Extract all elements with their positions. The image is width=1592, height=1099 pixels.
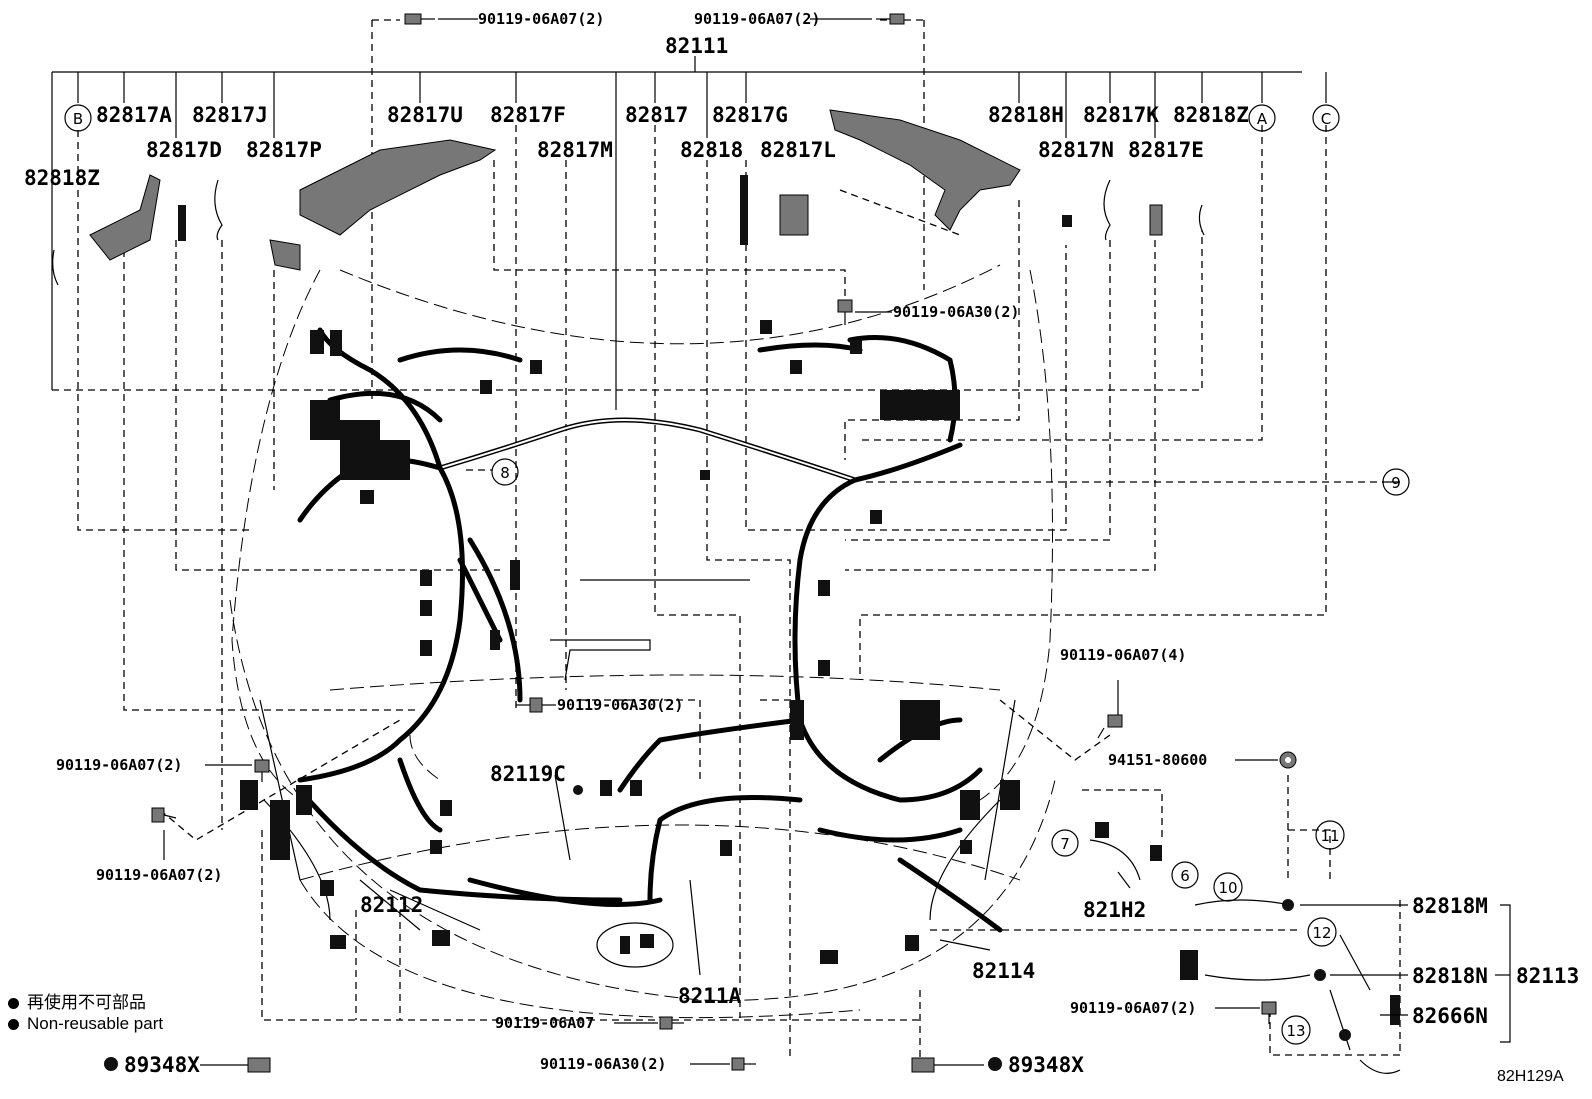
marker-11: 11 bbox=[1315, 820, 1345, 850]
bolt-icon bbox=[659, 1016, 684, 1030]
label-82818Z-right: 82818Z bbox=[1173, 103, 1249, 127]
marker-12: 12 bbox=[1307, 917, 1337, 947]
top-leader-bracket bbox=[51, 56, 1327, 410]
label-bolt-bottom-center2: 90119-06A30(2) bbox=[540, 1055, 666, 1073]
label-82817J: 82817J bbox=[192, 103, 268, 127]
marker-A: A bbox=[1248, 104, 1276, 132]
label-bolt-right-4: 90119-06A07(4) bbox=[1060, 646, 1186, 664]
label-82817: 82817 bbox=[625, 103, 688, 127]
svg-text:7: 7 bbox=[1060, 835, 1070, 853]
label-bolt-left-low: 90119-06A07(2) bbox=[96, 866, 222, 884]
label-82119C: 82119C bbox=[490, 762, 566, 786]
svg-text:13: 13 bbox=[1286, 1022, 1305, 1040]
bolt-icon bbox=[837, 299, 853, 325]
label-89348X-left: 89348X bbox=[124, 1053, 200, 1077]
bolt-icon bbox=[1097, 714, 1123, 739]
bolt-icon bbox=[254, 759, 270, 782]
legend-japanese: 再使用不可部品 bbox=[8, 988, 146, 1013]
exploded-parts-top bbox=[52, 109, 1205, 681]
non-reusable-dot-icon bbox=[104, 1057, 118, 1071]
label-nut-94151: 94151-80600 bbox=[1108, 751, 1207, 769]
label-82817E: 82817E bbox=[1128, 138, 1204, 162]
connector-blocks bbox=[240, 320, 1020, 964]
label-bolt-top-right: 90119-06A07(2) bbox=[694, 10, 820, 28]
svg-text:B: B bbox=[73, 110, 83, 128]
bolt-icon bbox=[876, 13, 905, 25]
label-82817N: 82817N bbox=[1038, 138, 1114, 162]
label-8211A: 8211A bbox=[678, 984, 742, 1008]
label-82817F: 82817F bbox=[490, 103, 566, 127]
label-bolt-left-mid: 90119-06A07(2) bbox=[56, 756, 182, 774]
label-82666N: 82666N bbox=[1412, 1004, 1488, 1028]
label-bolt-center: 90119-06A30(2) bbox=[557, 696, 683, 714]
label-bolt-bottom-center: 90119-06A07 bbox=[495, 1014, 594, 1032]
non-reusable-dot-icon bbox=[988, 1057, 1002, 1071]
part-labels: 82111 82817A 82817J 82817U 82817F 82817 … bbox=[24, 10, 1579, 1085]
dashed-leaders bbox=[52, 19, 1401, 1060]
label-82817L: 82817L bbox=[760, 138, 836, 162]
figure-code: 82H129A bbox=[1497, 1068, 1564, 1085]
marker-B: B bbox=[64, 104, 92, 132]
label-821H2: 821H2 bbox=[1083, 898, 1146, 922]
vehicle-body-outline bbox=[229, 264, 1056, 1019]
bolt-icon bbox=[151, 807, 177, 823]
marker-6: 6 bbox=[1171, 861, 1199, 889]
label-82113: 82113 bbox=[1516, 964, 1579, 988]
clip-icon bbox=[247, 1057, 271, 1073]
label-bolt-top-left: 90119-06A07(2) bbox=[478, 10, 604, 28]
bolt-icon bbox=[404, 13, 435, 25]
label-82818N: 82818N bbox=[1412, 964, 1488, 988]
bolt-icon bbox=[1261, 1001, 1277, 1024]
bullet-icon bbox=[8, 998, 19, 1010]
label-82817K: 82817K bbox=[1083, 103, 1159, 127]
label-82817M: 82817M bbox=[537, 138, 613, 162]
svg-text:12: 12 bbox=[1312, 924, 1331, 942]
marker-8: 8 bbox=[491, 458, 519, 486]
marker-10: 10 bbox=[1213, 872, 1243, 902]
label-89348X-right: 89348X bbox=[1008, 1053, 1084, 1077]
clip-icon bbox=[911, 1057, 935, 1073]
bullet-icon bbox=[8, 1019, 19, 1031]
marker-9: 9 bbox=[1382, 468, 1410, 496]
bolt-icon bbox=[731, 1057, 756, 1071]
label-82818Z-left: 82818Z bbox=[24, 166, 100, 190]
label-bolt-upper-mid: 90119-06A30(2) bbox=[893, 303, 1019, 321]
legend-japanese-text: 再使用不可部品 bbox=[27, 993, 146, 1012]
legend-english-text: Non-reusable part bbox=[27, 1014, 164, 1033]
legend-english: Non-reusable part bbox=[8, 1014, 163, 1034]
svg-text:11: 11 bbox=[1320, 827, 1339, 845]
svg-text:A: A bbox=[1257, 110, 1268, 128]
svg-text:9: 9 bbox=[1391, 474, 1401, 492]
label-82818M: 82818M bbox=[1412, 894, 1488, 918]
svg-text:10: 10 bbox=[1218, 879, 1237, 897]
svg-text:6: 6 bbox=[1180, 867, 1190, 885]
nut-icon bbox=[1279, 751, 1297, 769]
marker-13: 13 bbox=[1281, 1015, 1311, 1045]
bolt-icon bbox=[516, 697, 543, 713]
label-82114: 82114 bbox=[972, 959, 1035, 983]
marker-C: C bbox=[1312, 104, 1340, 132]
label-82817A: 82817A bbox=[96, 103, 172, 127]
label-82817G: 82817G bbox=[712, 103, 788, 127]
marker-7: 7 bbox=[1051, 829, 1079, 857]
svg-text:8: 8 bbox=[500, 464, 510, 482]
label-82111: 82111 bbox=[665, 34, 728, 58]
exploded-parts-right bbox=[1089, 822, 1401, 1074]
label-82817D: 82817D bbox=[146, 138, 222, 162]
label-82817P: 82817P bbox=[246, 138, 322, 162]
label-82817U: 82817U bbox=[387, 103, 463, 127]
label-82112: 82112 bbox=[360, 893, 423, 917]
fastener-icons bbox=[151, 13, 1297, 1073]
svg-text:C: C bbox=[1321, 110, 1331, 128]
label-leaders bbox=[163, 18, 1511, 1065]
label-bolt-bottom-right: 90119-06A07(2) bbox=[1070, 999, 1196, 1017]
label-82818: 82818 bbox=[680, 138, 743, 162]
label-82818H: 82818H bbox=[988, 103, 1064, 127]
